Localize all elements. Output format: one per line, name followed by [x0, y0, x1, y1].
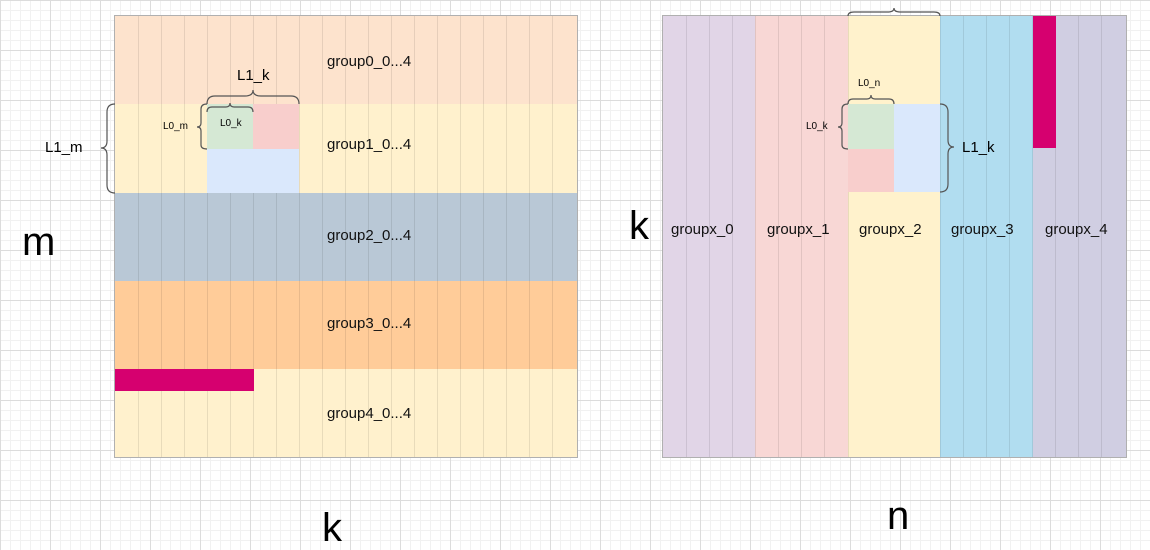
- left-l0m-bracket: [196, 103, 208, 150]
- right-col-groupx3: groupx_3: [940, 16, 1033, 457]
- right-row-axis-label: k: [629, 204, 649, 248]
- left-l0m-label: L0_m: [163, 121, 189, 132]
- left-l1k-bracket: [206, 89, 300, 105]
- right-l0n-label: L0_n: [858, 78, 881, 89]
- left-l0k-label: L0_k: [220, 118, 242, 129]
- right-col-label: groupx_0: [671, 221, 734, 238]
- right-col-groupx1: groupx_1: [755, 16, 848, 457]
- left-col-axis-label: k: [322, 506, 342, 550]
- left-l1k-label: L1_k: [237, 67, 270, 84]
- right-l0k-bracket: [837, 103, 849, 150]
- right-l0-tile-blue: [894, 104, 940, 192]
- right-col-label: groupx_2: [859, 221, 922, 238]
- right-l0k-label: L0_k: [806, 121, 828, 132]
- right-col-groupx2: groupx_2: [848, 16, 940, 457]
- left-l0k-bracket: [206, 102, 254, 113]
- left-band-group3: group3_0...4: [115, 281, 577, 369]
- right-column-lines: [663, 16, 1126, 457]
- right-l1k-bracket: [939, 103, 955, 193]
- right-col-label: groupx_3: [951, 221, 1014, 238]
- right-highlight-bar: [1033, 16, 1056, 148]
- left-matrix-border: [114, 15, 578, 458]
- left-band-label: group0_0...4: [327, 53, 412, 70]
- left-band-label: group4_0...4: [327, 405, 412, 422]
- right-matrix-border: [662, 15, 1127, 458]
- left-l1m-label: L1_m: [45, 139, 83, 156]
- left-band-label: group1_0...4: [327, 136, 412, 153]
- left-l1m-bracket: [100, 103, 116, 194]
- right-l1k-label: L1_k: [962, 139, 995, 156]
- left-l0-tile-green: [207, 104, 253, 149]
- right-col-groupx0: groupx_0: [663, 16, 755, 457]
- left-row-axis-label: m: [22, 220, 56, 264]
- left-column-lines: [115, 16, 577, 457]
- right-col-axis-label: n: [887, 494, 910, 538]
- right-l0-tile-green: [848, 104, 894, 149]
- left-band-group1: group1_0...4: [115, 104, 577, 193]
- left-highlight-bar: [115, 369, 254, 391]
- right-top-bracket: [847, 7, 941, 17]
- left-l0-tile-red: [253, 104, 299, 149]
- left-band-group2: group2_0...4: [115, 193, 577, 281]
- right-l0n-bracket: [847, 94, 895, 105]
- right-col-label: groupx_4: [1045, 221, 1108, 238]
- left-band-label: group3_0...4: [327, 315, 412, 332]
- left-band-group0: group0_0...4: [115, 16, 577, 104]
- left-l0-tile-blue: [207, 149, 299, 193]
- left-band-label: group2_0...4: [327, 227, 412, 244]
- right-l0-tile-red: [848, 149, 894, 192]
- right-col-label: groupx_1: [767, 221, 830, 238]
